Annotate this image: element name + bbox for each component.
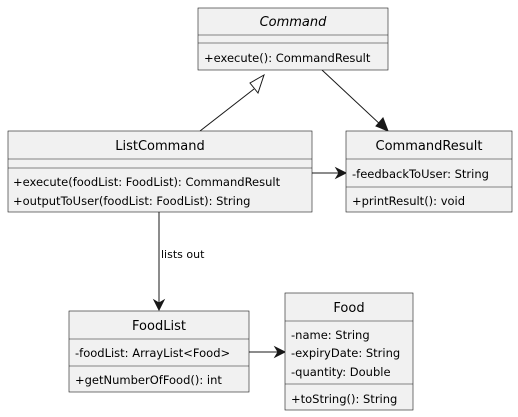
class-name: FoodList xyxy=(132,319,186,334)
class-method: +outputToUser(foodList: FoodList): Strin… xyxy=(13,194,250,208)
class-field: -foodList: ArrayList<Food> xyxy=(75,346,230,360)
class-commandresult[interactable]: CommandResult -feedbackToUser: String +p… xyxy=(345,130,513,213)
association-arrowhead xyxy=(152,298,166,312)
inheritance-listcommand-command xyxy=(199,73,265,132)
class-method: +printResult(): void xyxy=(352,194,465,208)
association-arrowhead xyxy=(334,166,348,180)
class-method: +execute(): CommandResult xyxy=(204,51,371,65)
association-listcommand-commandresult xyxy=(312,166,348,180)
class-method: +getNumberOfFood(): int xyxy=(75,373,222,387)
class-listcommand[interactable]: ListCommand +execute(foodList: FoodList)… xyxy=(7,130,313,213)
class-field: -expiryDate: String xyxy=(291,346,400,360)
class-field: -name: String xyxy=(291,328,370,342)
inheritance-arrowhead xyxy=(249,73,265,95)
class-name: CommandResult xyxy=(376,139,483,154)
association-listcommand-foodlist: lists out xyxy=(152,212,205,312)
class-command[interactable]: Command +execute(): CommandResult xyxy=(197,7,389,71)
class-name: Food xyxy=(333,301,364,316)
class-method: +toString(): String xyxy=(291,392,397,406)
association-command-commandresult xyxy=(321,69,389,132)
relation-label-lists-out: lists out xyxy=(161,248,205,261)
class-food[interactable]: Food -name: String -expiryDate: String -… xyxy=(284,292,414,411)
class-name: ListCommand xyxy=(115,139,205,154)
class-method: +execute(foodList: FoodList): CommandRes… xyxy=(13,175,281,189)
class-foodlist[interactable]: FoodList -foodList: ArrayList<Food> +get… xyxy=(68,310,250,393)
association-arrowhead xyxy=(375,117,389,132)
class-field: -feedbackToUser: String xyxy=(352,167,489,181)
class-field: -quantity: Double xyxy=(291,365,391,379)
association-arrowhead xyxy=(273,345,287,359)
association-foodlist-food xyxy=(249,345,287,359)
class-name: Command xyxy=(260,15,328,30)
